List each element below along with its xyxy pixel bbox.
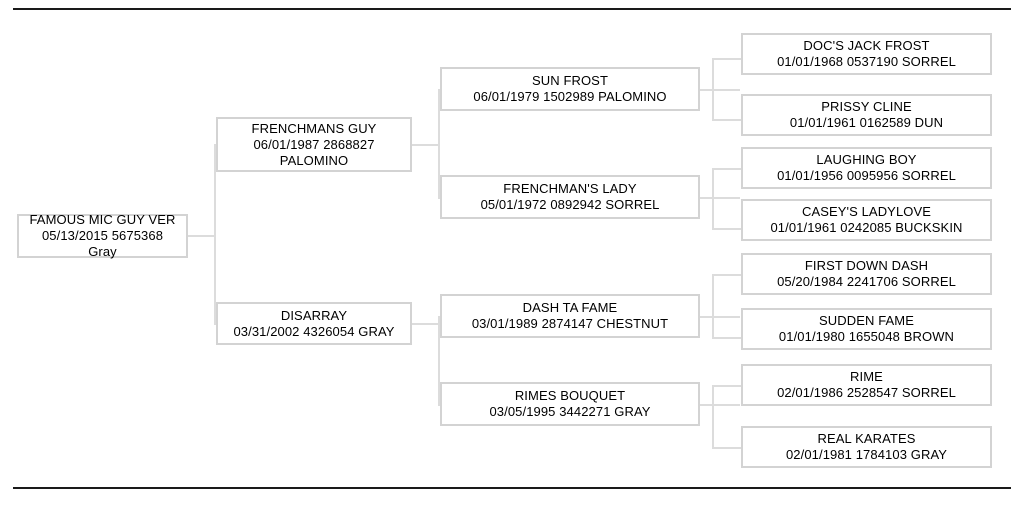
node-gen4-2-details: 01/01/1956 0095956 SORREL xyxy=(777,168,956,183)
node-gen2-dam-name: DISARRAY xyxy=(280,307,348,323)
node-subject-color: Gray xyxy=(88,244,117,259)
node-gen4-4-name: FIRST DOWN DASH xyxy=(804,258,929,273)
node-gen3-2[interactable]: DASH TA FAME 03/01/1989 2874147 CHESTNUT xyxy=(440,294,700,338)
connector-to-gen4-5 xyxy=(712,337,742,339)
node-subject-name: FAMOUS MIC GUY VER xyxy=(29,212,176,227)
node-gen4-1-name: PRISSY CLINE xyxy=(821,99,912,114)
connector-to-gen4-1 xyxy=(712,119,742,121)
connector-gen3-1-stub xyxy=(700,197,740,199)
node-subject-details: 05/13/2015 5675368 xyxy=(41,228,164,243)
node-gen4-6-name: RIME xyxy=(850,369,883,384)
connector-gen2-dam-spine xyxy=(438,316,440,406)
node-gen3-3[interactable]: RIMES BOUQUET 03/05/1995 3442271 GRAY xyxy=(440,382,700,426)
node-gen2-dam-details: 03/31/2002 4326054 GRAY xyxy=(233,323,395,339)
node-gen4-0-name: DOC'S JACK FROST xyxy=(803,38,930,53)
node-gen4-4[interactable]: FIRST DOWN DASH 05/20/1984 2241706 SORRE… xyxy=(741,253,992,295)
node-gen2-sire-color: PALOMINO xyxy=(279,152,349,168)
connector-to-gen4-2 xyxy=(712,168,742,170)
node-gen3-0-details: 06/01/1979 1502989 PALOMINO xyxy=(473,89,667,104)
node-gen2-sire-name: FRENCHMANS GUY xyxy=(251,120,377,136)
node-gen4-7[interactable]: REAL KARATES 02/01/1981 1784103 GRAY xyxy=(741,426,992,468)
connector-gen3-1-spine xyxy=(712,168,714,230)
node-gen3-1-name: FRENCHMAN'S LADY xyxy=(503,181,637,196)
node-gen3-0[interactable]: SUN FROST 06/01/1979 1502989 PALOMINO xyxy=(440,67,700,111)
connector-gen2-dam-stub xyxy=(412,323,440,325)
node-gen2-sire-details: 06/01/1987 2868827 xyxy=(253,136,375,152)
node-gen4-0[interactable]: DOC'S JACK FROST 01/01/1968 0537190 SORR… xyxy=(741,33,992,75)
node-gen4-4-details: 05/20/1984 2241706 SORREL xyxy=(777,274,956,289)
bottom-horizontal-rule xyxy=(13,487,1011,489)
connector-to-gen4-4 xyxy=(712,274,742,276)
connector-root-stub xyxy=(188,235,216,237)
node-gen4-6[interactable]: RIME 02/01/1986 2528547 SORREL xyxy=(741,364,992,406)
node-gen3-0-name: SUN FROST xyxy=(531,73,608,88)
node-gen4-1-details: 01/01/1961 0162589 DUN xyxy=(789,115,944,130)
node-gen4-3-details: 01/01/1961 0242085 BUCKSKIN xyxy=(770,220,963,235)
node-subject[interactable]: FAMOUS MIC GUY VER 05/13/2015 5675368 Gr… xyxy=(17,212,188,259)
connector-to-gen4-3 xyxy=(712,228,742,230)
node-gen3-3-name: RIMES BOUQUET xyxy=(514,388,626,403)
node-gen3-2-details: 03/01/1989 2874147 CHESTNUT xyxy=(471,316,669,331)
top-horizontal-rule xyxy=(13,8,1011,10)
node-gen2-dam[interactable]: DISARRAY 03/31/2002 4326054 GRAY xyxy=(216,302,412,345)
node-gen4-2-name: LAUGHING BOY xyxy=(816,152,917,167)
connector-gen3-0-stub xyxy=(700,89,740,91)
connector-to-gen4-0 xyxy=(712,58,742,60)
connector-to-gen4-7 xyxy=(712,447,742,449)
node-gen3-3-details: 03/05/1995 3442271 GRAY xyxy=(489,404,651,419)
node-gen4-3[interactable]: CASEY'S LADYLOVE 01/01/1961 0242085 BUCK… xyxy=(741,199,992,241)
node-gen4-3-name: CASEY'S LADYLOVE xyxy=(801,204,932,219)
connector-gen3-0-spine xyxy=(712,58,714,121)
node-gen4-7-name: REAL KARATES xyxy=(817,431,916,446)
connector-gen3-2-stub xyxy=(700,316,740,318)
connector-gen2-sire-stub xyxy=(412,144,440,146)
connector-gen2-sire-spine xyxy=(438,89,440,199)
node-gen4-2[interactable]: LAUGHING BOY 01/01/1956 0095956 SORREL xyxy=(741,147,992,189)
node-gen4-7-details: 02/01/1981 1784103 GRAY xyxy=(785,447,948,462)
node-gen3-2-name: DASH TA FAME xyxy=(522,300,618,315)
node-gen4-0-details: 01/01/1968 0537190 SORREL xyxy=(777,54,956,69)
node-gen3-1-details: 05/01/1972 0892942 SORREL xyxy=(480,197,660,212)
connector-gen3-3-spine xyxy=(712,385,714,449)
node-gen4-5[interactable]: SUDDEN FAME 01/01/1980 1655048 BROWN xyxy=(741,308,992,350)
connector-root-spine xyxy=(214,144,216,325)
connector-to-gen4-6 xyxy=(712,385,742,387)
node-gen2-sire[interactable]: FRENCHMANS GUY 06/01/1987 2868827 PALOMI… xyxy=(216,117,412,172)
connector-gen3-2-spine xyxy=(712,274,714,339)
node-gen4-6-details: 02/01/1986 2528547 SORREL xyxy=(777,385,956,400)
node-gen4-5-details: 01/01/1980 1655048 BROWN xyxy=(778,329,955,344)
node-gen3-1[interactable]: FRENCHMAN'S LADY 05/01/1972 0892942 SORR… xyxy=(440,175,700,219)
connector-gen3-3-stub xyxy=(700,404,740,406)
node-gen4-5-name: SUDDEN FAME xyxy=(818,313,914,328)
node-gen4-1[interactable]: PRISSY CLINE 01/01/1961 0162589 DUN xyxy=(741,94,992,136)
